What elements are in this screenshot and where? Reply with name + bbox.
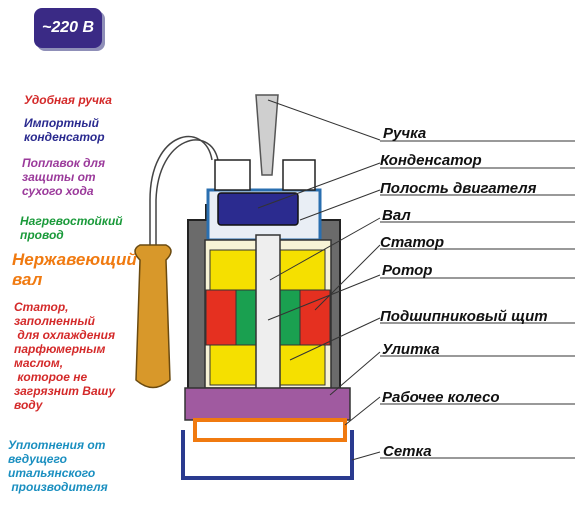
volute (184, 387, 351, 421)
label-handle: Ручка (383, 125, 427, 142)
handle (255, 94, 279, 176)
voltage-badge: ~220 В (34, 8, 102, 48)
label-impeller: Рабочее колесо (382, 389, 500, 406)
label-rotor: Ротор (382, 262, 433, 279)
label-bearing-shield: Подшипниковый щит (380, 308, 548, 325)
label-capacitor: Конденсатор (380, 152, 482, 169)
note-wire: Нагревостойкий провод (20, 214, 123, 242)
impeller (193, 418, 347, 442)
note-stator: Статор, заполненный для охлаждения парфю… (14, 300, 116, 412)
note-float: Поплавок для защиты от сухого хода (22, 156, 106, 198)
stator-left (205, 289, 237, 346)
note-capacitor: Импортный конденсатор (24, 116, 105, 144)
note-handle: Удобная ручка (24, 93, 112, 107)
label-stator: Статор (380, 234, 444, 251)
label-shaft: Вал (382, 207, 411, 224)
rotor-left (235, 289, 257, 346)
label-volute: Улитка (382, 341, 440, 358)
label-motor-cavity: Полость двигателя (380, 180, 537, 197)
note-seals: Уплотнения от ведущего итальянского прои… (8, 438, 108, 494)
float-switch (134, 244, 172, 389)
note-shaft: Нержавеющий вал (12, 250, 137, 289)
rotor-right (279, 289, 301, 346)
intake-grid (181, 430, 354, 480)
stator-right (299, 289, 331, 346)
label-grid: Сетка (383, 443, 432, 460)
